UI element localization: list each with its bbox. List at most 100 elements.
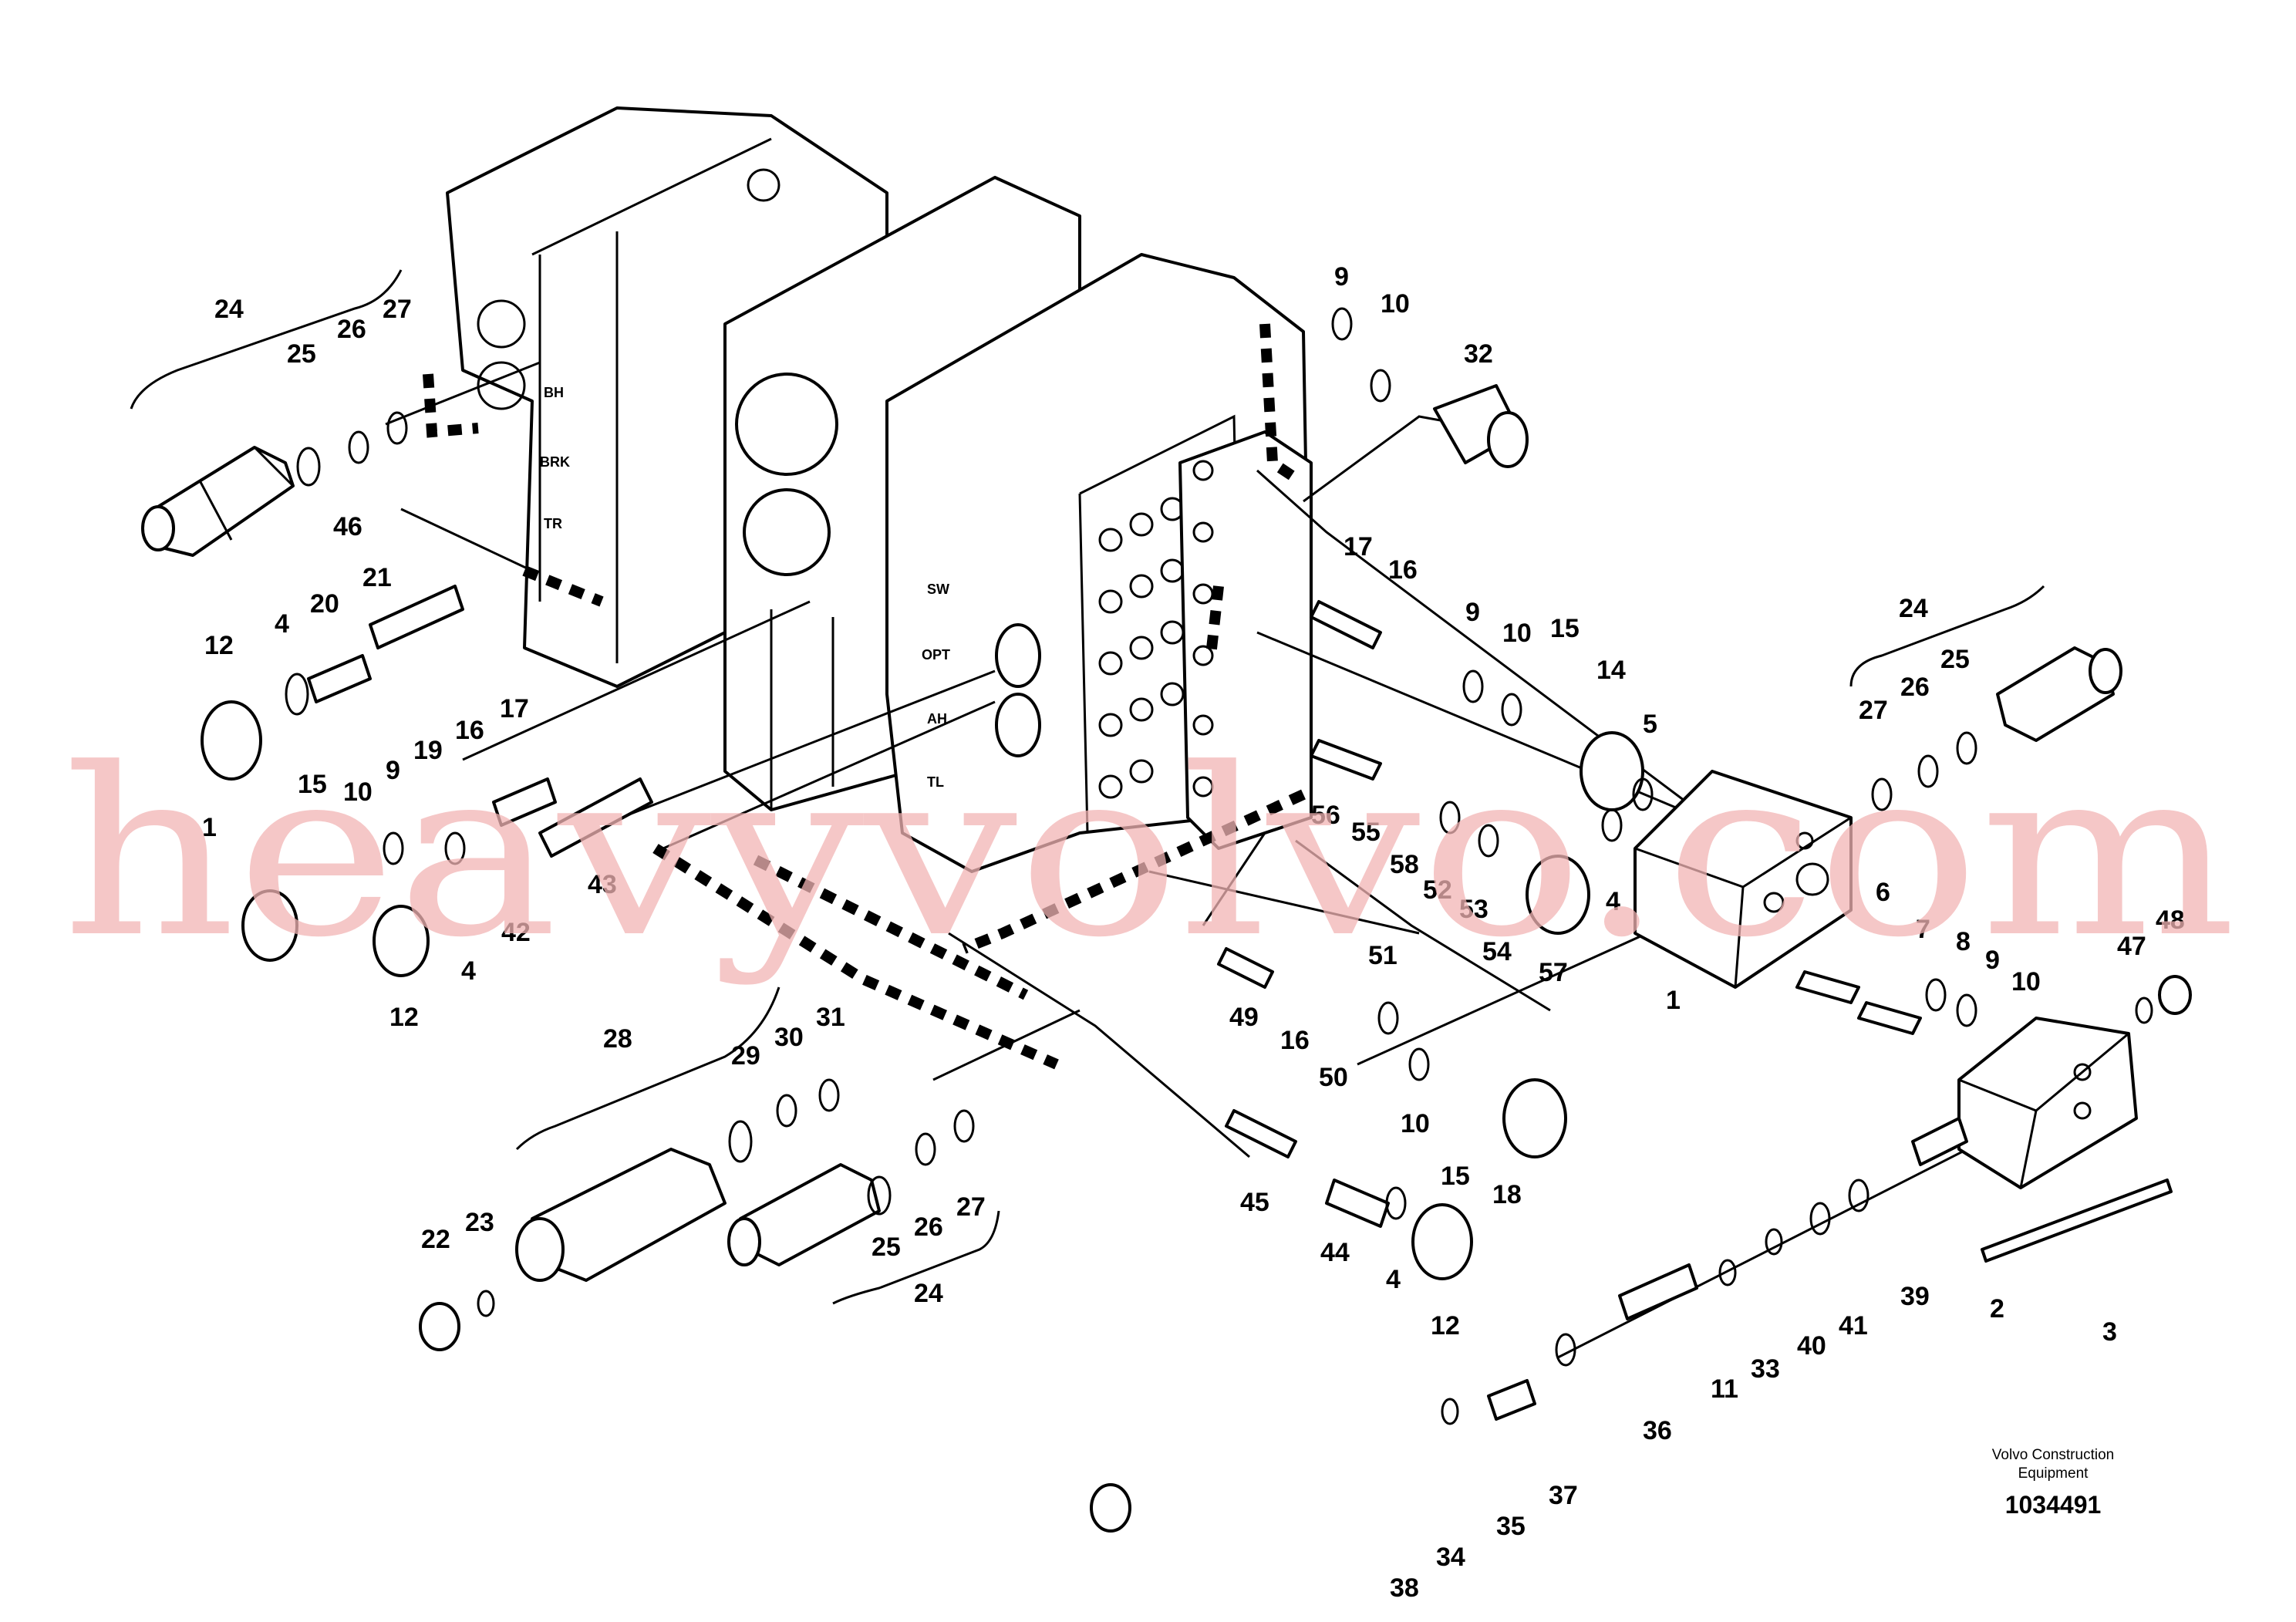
callout-20: 20 [310,589,339,619]
plug-18 [1502,1078,1567,1158]
plug-22 [419,1302,460,1351]
callout-9d: 9 [1985,946,2000,975]
callout-23: 23 [465,1208,494,1237]
callout-42: 42 [501,918,531,947]
callout-35: 35 [1496,1512,1526,1541]
callout-6: 6 [1876,878,1890,907]
callout-39: 39 [1900,1282,1930,1311]
callout-1b: 1 [1666,986,1681,1015]
port-label-ah: AH [927,711,947,727]
callout-55: 55 [1351,818,1381,847]
callout-7: 7 [1916,915,1930,944]
callout-48: 48 [2156,905,2185,935]
o-rings [285,307,2153,1425]
callout-24b: 24 [914,1279,943,1308]
callout-31: 31 [816,1003,845,1032]
callout-10: 10 [343,777,373,807]
callout-50: 50 [1319,1063,1348,1092]
assembly-brackets [130,269,2045,1305]
callout-15: 15 [298,770,327,799]
callout-labels: 24 25 26 27 46 21 20 4 12 17 16 19 9 10 … [202,262,2185,1603]
port-label-sw: SW [927,582,949,597]
callout-40: 40 [1797,1331,1826,1361]
callout-37: 37 [1549,1481,1578,1510]
port-label-tl: TL [927,774,944,790]
callout-26: 26 [337,315,366,344]
callout-41: 41 [1839,1311,1868,1340]
callout-26c: 26 [1900,673,1930,702]
callout-58: 58 [1390,850,1419,879]
callout-10b: 10 [1381,289,1410,319]
callout-12b: 12 [389,1003,419,1032]
plug-left-mid [241,889,298,962]
callout-15c: 15 [1441,1162,1470,1191]
callout-24c: 24 [1899,594,1928,623]
callout-4d: 4 [1386,1265,1401,1294]
callout-53: 53 [1459,895,1489,924]
relief-valve-right [1996,646,2122,742]
port-label-bh: BH [544,385,564,400]
callout-46: 46 [333,512,362,541]
callout-33: 33 [1751,1354,1780,1384]
dashed-leaders [423,323,1306,1070]
relief-valve-lower [727,1163,881,1266]
callout-24: 24 [214,295,244,324]
watermark-text: heavyvolvo.com [62,719,2237,988]
callout-8: 8 [1956,927,1971,956]
callout-3: 3 [2102,1317,2117,1347]
callout-38: 38 [1390,1573,1419,1603]
callout-27b: 27 [956,1192,986,1222]
callout-36: 36 [1643,1416,1672,1445]
callout-1: 1 [202,813,217,842]
callout-54: 54 [1482,937,1512,966]
plug-12-left [201,700,262,781]
plug-12-right [1411,1203,1473,1280]
callout-9b: 9 [1334,262,1349,292]
callout-16b: 16 [1388,555,1418,585]
callout-22: 22 [421,1225,450,1254]
callout-29: 29 [731,1041,760,1071]
callout-10d: 10 [1401,1109,1430,1138]
callout-4: 4 [275,609,289,639]
drawing-number: 1034491 [2005,1491,2102,1519]
callout-51: 51 [1368,941,1397,970]
plug-32 [1433,384,1529,468]
callout-4c: 4 [1606,887,1620,916]
plug-48 [2158,975,2192,1015]
callout-57: 57 [1539,958,1568,987]
port-holes [1098,497,1185,799]
cover-block-2 [1957,1017,2138,1189]
callout-47: 47 [2117,932,2146,961]
plug-38 [1090,1483,1131,1533]
callout-11: 11 [1711,1374,1738,1404]
relief-valve-main [515,1148,727,1282]
callout-27c: 27 [1859,696,1888,725]
callout-16c: 16 [1280,1026,1310,1055]
callout-25: 25 [287,339,316,369]
springs-and-spools [307,585,2173,1421]
port-label-opt: OPT [922,647,950,663]
plug-57 [1526,855,1590,935]
callout-34: 34 [1436,1543,1465,1572]
callout-17: 17 [500,694,529,723]
relief-valve-left [141,446,295,557]
callout-2: 2 [1990,1294,2004,1324]
footer-company: Volvo Construction [1992,1447,2114,1463]
callout-32: 32 [1464,339,1493,369]
callout-5: 5 [1643,710,1657,739]
port-label-brk: BRK [540,454,570,470]
footer-company-line2: Equipment [2018,1465,2089,1482]
callout-17b: 17 [1344,532,1373,561]
callout-43: 43 [588,870,617,899]
callout-28: 28 [603,1024,632,1054]
callout-10e: 10 [2011,967,2041,996]
cover-block-1 [1633,770,1853,989]
callout-45: 45 [1240,1188,1269,1217]
callout-52: 52 [1423,875,1452,905]
callout-49: 49 [1229,1003,1259,1032]
callout-27: 27 [383,295,412,324]
valve-body-right-section [1178,430,1313,850]
port-label-tr: TR [544,516,562,531]
callout-12c: 12 [1431,1311,1460,1340]
